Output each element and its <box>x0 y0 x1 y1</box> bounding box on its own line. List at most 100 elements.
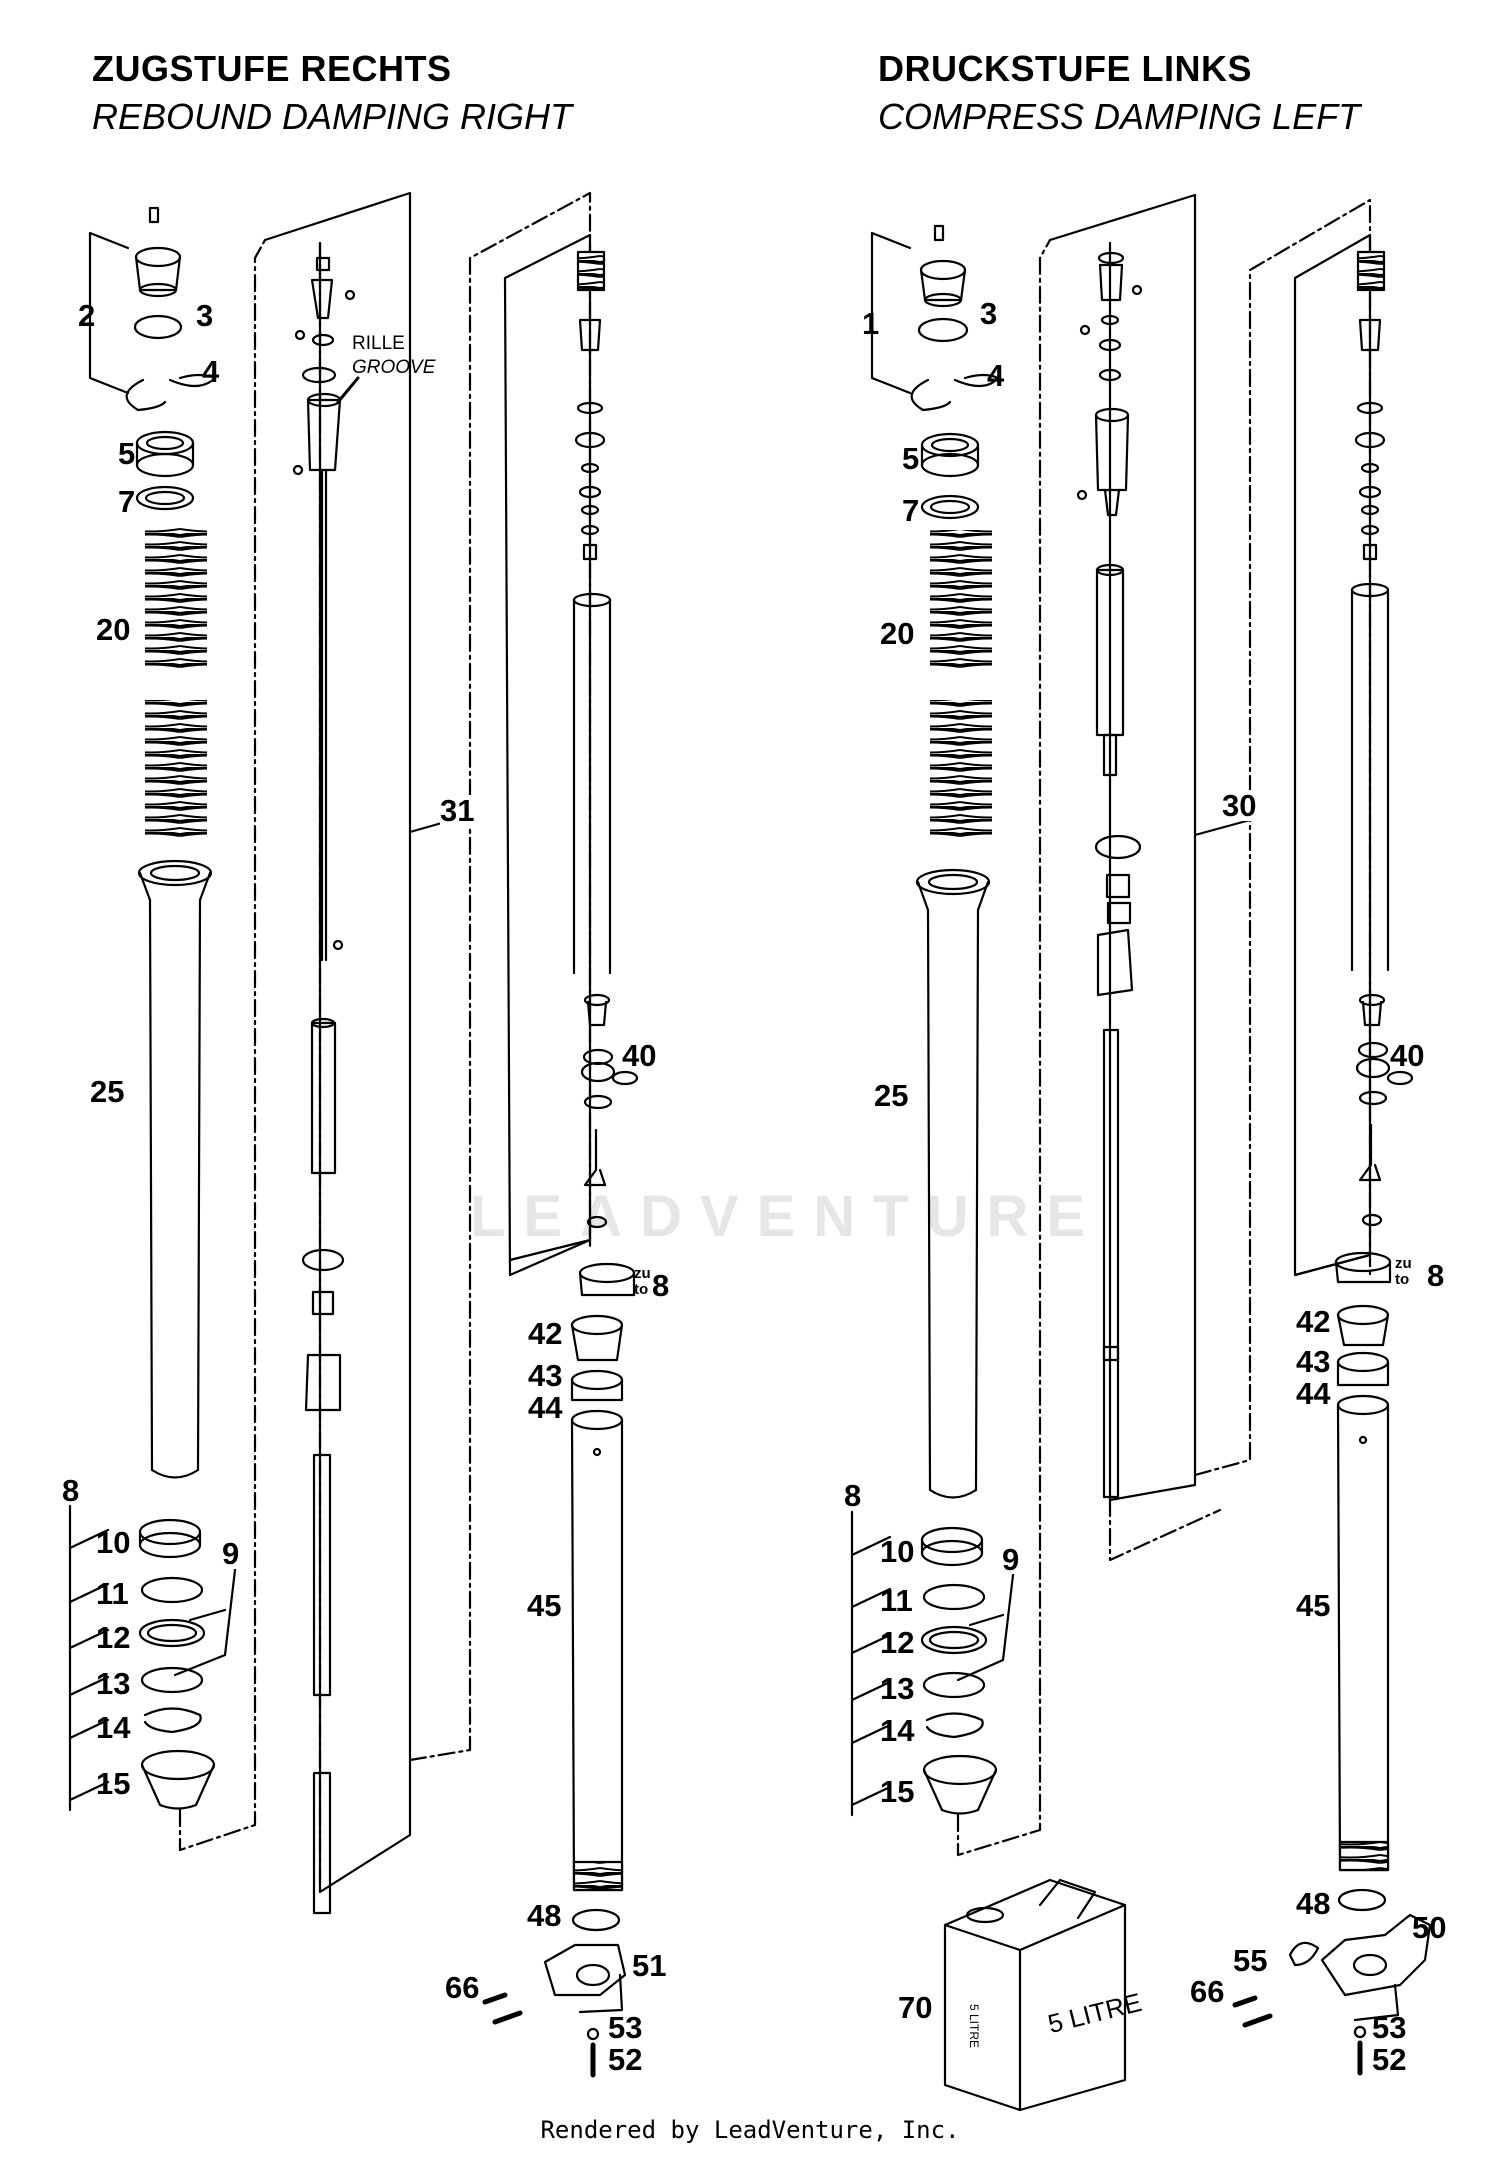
left-callout-8: 8 <box>62 1473 80 1508</box>
left-callout-25: 25 <box>90 1074 125 1109</box>
right-callout-11: 11 <box>880 1583 913 1618</box>
right-to: to <box>1395 1271 1410 1288</box>
right-callout-53: 53 <box>1372 2010 1407 2045</box>
right-dust-seal-15 <box>922 1754 998 1815</box>
right-ring-small <box>1094 834 1142 860</box>
left-ring-small <box>301 1248 345 1272</box>
left-callout-40: 40 <box>622 1038 657 1073</box>
right-rod-lower <box>1102 1028 1120 1362</box>
left-part-42 <box>570 1314 624 1336</box>
left-callout-52: 52 <box>608 2042 643 2077</box>
right-callout-7: 7 <box>902 493 920 528</box>
oil-can <box>943 1878 1127 2112</box>
rille-label: RILLE <box>352 333 405 354</box>
right-washer <box>920 494 980 520</box>
right-callout-50: 50 <box>1412 1910 1447 1945</box>
right-cartridge-valve <box>1354 250 1386 561</box>
right-ring-11 <box>922 1583 986 1611</box>
left-subtitle: REBOUND DAMPING RIGHT <box>92 96 573 137</box>
left-seal-12 <box>138 1618 206 1648</box>
right-callout-40: 40 <box>1390 1038 1425 1073</box>
left-callout-48: 48 <box>527 1898 562 1933</box>
right-clip-14 <box>925 1712 984 1739</box>
right-callout-10: 10 <box>880 1534 915 1569</box>
right-subtitle: COMPRESS DAMPING LEFT <box>878 96 1361 137</box>
right-clamp-half-b <box>910 378 952 412</box>
right-part-43 <box>1336 1351 1390 1373</box>
right-base-valve <box>1355 993 1391 1227</box>
left-spring-lower <box>145 700 207 840</box>
footer-credit: Rendered by LeadVenture, Inc. <box>540 2116 960 2144</box>
left-callout-43: 43 <box>528 1358 563 1393</box>
right-clamp-half-a <box>953 373 1000 388</box>
left-dust-seal-15 <box>140 1749 216 1810</box>
left-callout-13: 13 <box>96 1666 131 1701</box>
right-callout-12: 12 <box>880 1625 915 1660</box>
right-callout-66: 66 <box>1190 1974 1225 2009</box>
right-callout-15: 15 <box>880 1774 915 1809</box>
right-callout-8b: 8 <box>1427 1258 1445 1293</box>
right-callout-48: 48 <box>1296 1886 1331 1921</box>
left-callout-2: 2 <box>78 298 96 333</box>
left-callout-9: 9 <box>222 1536 240 1571</box>
right-washer-48 <box>1337 1888 1387 1912</box>
right-callout-55: 55 <box>1233 1943 1268 1978</box>
left-callout-14: 14 <box>96 1710 131 1745</box>
can-label-small: 5 LITRE <box>967 2003 982 2049</box>
left-base-valve <box>580 993 616 1229</box>
left-callout-51: 51 <box>632 1948 667 1983</box>
right-inner-tube <box>1336 1394 1390 1872</box>
left-washer <box>135 485 195 511</box>
left-callout-45: 45 <box>527 1588 562 1623</box>
left-fork-cap <box>134 206 182 298</box>
left-spacer <box>135 430 195 478</box>
left-washer-48 <box>571 1908 621 1932</box>
right-callout-20: 20 <box>880 616 915 651</box>
right-callout-45: 45 <box>1296 1588 1331 1623</box>
right-spring-upper <box>930 530 992 670</box>
left-top-bushing <box>578 1262 636 1284</box>
right-callout-30: 30 <box>1222 788 1257 823</box>
left-callout-20: 20 <box>96 612 131 647</box>
right-callout-4: 4 <box>987 358 1005 393</box>
right-callout-3: 3 <box>980 296 998 331</box>
right-callout-70: 70 <box>898 1990 933 2025</box>
right-ring-13 <box>922 1671 986 1699</box>
right-zu: zu <box>1395 1255 1412 1272</box>
left-rebound-rod <box>301 256 342 962</box>
left-clip-14 <box>143 1707 202 1734</box>
left-callout-8b: 8 <box>652 1268 670 1303</box>
right-callout-13: 13 <box>880 1671 915 1706</box>
right-callout-25: 25 <box>874 1078 909 1113</box>
right-axle-clamp <box>1320 1913 1432 2022</box>
left-spring-upper <box>145 525 207 670</box>
right-cartridge-tube <box>1350 582 1390 972</box>
left-title: ZUGSTUFE RECHTS <box>92 48 452 89</box>
right-outer-tube <box>915 868 991 1499</box>
groove-label: GROOVE <box>352 357 436 378</box>
right-bushing <box>1096 928 1134 997</box>
right-callout-1: 1 <box>862 306 880 341</box>
left-outer-tube <box>137 859 213 1479</box>
left-callout-10: 10 <box>96 1525 131 1560</box>
right-callout-5: 5 <box>902 441 920 476</box>
right-callout-43: 43 <box>1296 1344 1331 1379</box>
left-clamp-half-b <box>125 378 167 412</box>
left-damper-tube <box>310 1021 337 1175</box>
right-seal-12 <box>920 1625 988 1655</box>
left-axle-clamp <box>543 1943 627 2014</box>
right-compression-rod <box>1094 251 1130 517</box>
right-fork-cap <box>919 224 967 308</box>
left-callout-15: 15 <box>96 1766 131 1801</box>
right-callout-8: 8 <box>844 1478 862 1513</box>
right-callout-14: 14 <box>880 1713 915 1748</box>
left-callout-5: 5 <box>118 436 136 471</box>
left-callout-42: 42 <box>528 1316 563 1351</box>
left-callout-7: 7 <box>118 484 136 519</box>
right-callout-42: 42 <box>1296 1304 1331 1339</box>
left-callout-31: 31 <box>440 793 475 828</box>
left-zu: zu <box>634 1265 651 1282</box>
left-ring-13 <box>140 1666 204 1694</box>
left-bushing <box>304 1353 342 1412</box>
